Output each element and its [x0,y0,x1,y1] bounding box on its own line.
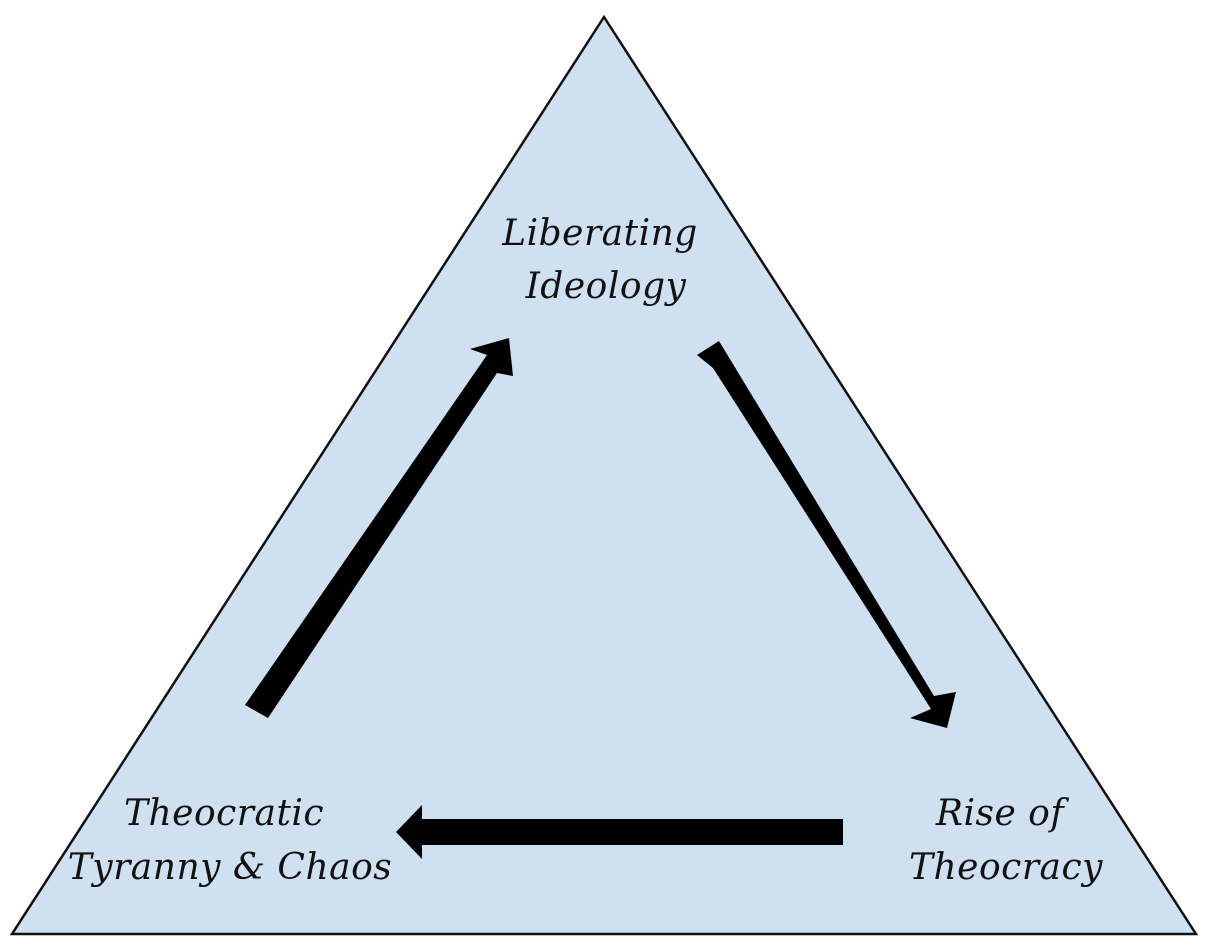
node-top-line2: Ideology [525,266,687,307]
node-top-label: Liberating Ideology [501,213,710,307]
arrow-theocracy-to-tyranny [396,805,843,859]
arrow-tyranny-to-ideology [245,338,513,718]
arrow-ideology-to-theocracy [697,341,956,728]
node-left-line1: Theocratic [124,793,324,834]
node-left-line2: Tyranny & Chaos [68,847,393,888]
node-right-label: Rise of Theocracy [909,793,1103,888]
node-right-line1: Rise of [935,793,1070,834]
node-right-line2: Theocracy [909,847,1103,888]
node-left-label: Theocratic Tyranny & Chaos [68,793,393,888]
triangle-background [9,14,1199,936]
node-top-line1: Liberating [501,213,698,254]
